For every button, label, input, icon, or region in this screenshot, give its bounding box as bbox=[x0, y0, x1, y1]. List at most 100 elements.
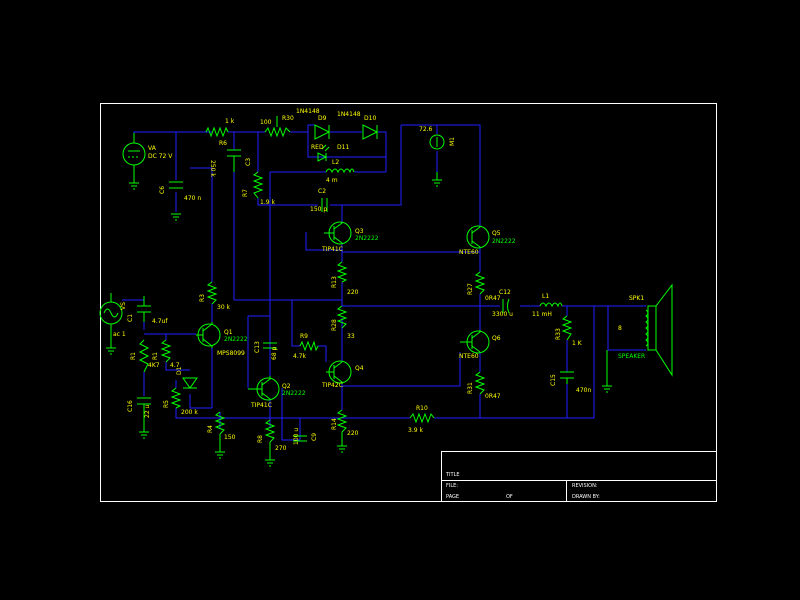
resistor-r13: R13 220 bbox=[331, 261, 359, 296]
resistor-r27: R27 0R47 bbox=[467, 271, 501, 302]
voltage-source-va: VA DC 72 V bbox=[122, 133, 173, 190]
resistor-r28: R28 33 bbox=[331, 305, 355, 340]
ground-symbols bbox=[602, 350, 612, 393]
r8-value: 270 bbox=[275, 445, 287, 452]
transistor-q4: Q4 TIP42C bbox=[321, 360, 364, 389]
spk-label: SPK1 bbox=[629, 295, 644, 302]
file-label: FILE: bbox=[446, 483, 458, 489]
transistor-q6: Q6 NTE60 bbox=[459, 330, 501, 360]
r5b-value: 200 k bbox=[181, 409, 198, 416]
r5-value: 250 k bbox=[209, 160, 216, 177]
q3-model: 2N2222 bbox=[355, 235, 379, 242]
r14-label: R14 bbox=[331, 418, 338, 430]
r14-value: 220 bbox=[347, 430, 359, 437]
speaker-spk1: SPK1 8 SPEAKER bbox=[618, 283, 673, 377]
r9-value: 4.7k bbox=[293, 353, 307, 360]
diode-d1: D1 bbox=[176, 366, 198, 389]
r3-label: R3 bbox=[199, 294, 206, 302]
resistor-r10: R10 3.9 k bbox=[408, 405, 435, 434]
spk-caption: SPEAKER bbox=[618, 353, 645, 360]
c13-value: 68 p bbox=[271, 346, 278, 360]
c13-label: C13 bbox=[254, 341, 261, 353]
c15-value: 470n bbox=[576, 387, 591, 394]
capacitor-c13: C13 68 p bbox=[254, 341, 278, 360]
capacitor-c15: C15 470n bbox=[550, 371, 591, 394]
r4-label: R4 bbox=[207, 425, 214, 433]
inductor-l2: L2 4 m bbox=[325, 159, 355, 184]
transistor-q1: Q1 2N2222 MPS8099 bbox=[196, 322, 248, 357]
l1-value: 11 mH bbox=[532, 311, 552, 318]
title-block: TITLE FILE: PAGE OF REVISION: DRAWN BY: bbox=[441, 451, 717, 502]
va-value: DC 72 V bbox=[148, 153, 173, 160]
c1-label: C1 bbox=[127, 314, 134, 322]
r13-value: 220 bbox=[347, 289, 359, 296]
q1-model: 2N2222 bbox=[224, 336, 248, 343]
r31-label: R31 bbox=[467, 382, 474, 394]
q3-label: Q3 bbox=[355, 228, 364, 235]
meter-source: 72.6 M1 bbox=[419, 126, 456, 187]
resistor-r7: R7 1.9 k bbox=[242, 171, 275, 206]
d11-label: D11 bbox=[337, 144, 349, 151]
capacitor-c9: 100 u C9 bbox=[293, 428, 318, 445]
spk-value: 8 bbox=[618, 325, 622, 332]
r6-value: 1 k bbox=[225, 118, 235, 125]
q3-sub: TIP41C bbox=[321, 246, 343, 253]
resistor-r6: 1 k R6 bbox=[205, 118, 235, 147]
title-label: TITLE bbox=[445, 472, 460, 478]
d1-label: D1 bbox=[176, 366, 183, 375]
r33-value: 1 K bbox=[572, 340, 583, 347]
transistor-q2: Q2 2N2222 TIP41C bbox=[248, 376, 306, 409]
c6-value: 470 n bbox=[184, 195, 201, 202]
r13-label: R13 bbox=[331, 276, 338, 288]
c2-value: 150 p bbox=[310, 206, 327, 213]
q1-sub: MPS8099 bbox=[217, 350, 245, 357]
c15-label: C15 bbox=[550, 374, 557, 386]
c16-label: C16 bbox=[127, 400, 134, 412]
c3-label: C3 bbox=[245, 158, 252, 166]
q5-sub: NTE60 bbox=[459, 249, 479, 256]
r10-label: R10 bbox=[416, 405, 428, 412]
r10-value: 3.9 k bbox=[408, 427, 423, 434]
l2-label: L2 bbox=[332, 159, 339, 166]
r1-label: R1 bbox=[130, 352, 137, 360]
r4-value: 150 bbox=[224, 434, 236, 441]
led-d11: RED D11 bbox=[311, 144, 349, 162]
r9-label: R9 bbox=[300, 333, 308, 340]
va-label: VA bbox=[148, 145, 157, 152]
capacitor-c2: C2 150 p bbox=[310, 188, 328, 213]
q5-label: Q5 bbox=[492, 230, 501, 237]
l1-label: L1 bbox=[542, 293, 549, 300]
r30-value: 100 bbox=[260, 119, 272, 126]
q2-sub: TIP41C bbox=[250, 402, 272, 409]
transistor-q3: Q3 2N2222 TIP41C bbox=[321, 221, 379, 253]
vs-value: ac 1 bbox=[113, 331, 126, 338]
resistor-r3: R3 30 k bbox=[199, 281, 231, 311]
drawn-by-label: DRAWN BY: bbox=[572, 494, 600, 500]
vs-label: VS bbox=[120, 302, 127, 310]
resistor-r8: R8 270 bbox=[257, 419, 287, 467]
r6-label: R6 bbox=[219, 140, 227, 147]
c2-label: C2 bbox=[318, 188, 326, 195]
inductor-l1: L1 11 mH bbox=[532, 293, 563, 318]
capacitor-c1: C1 4.7uf bbox=[127, 296, 168, 325]
capacitor-c3: C3 bbox=[227, 149, 252, 172]
q5-model: 2N2222 bbox=[492, 238, 516, 245]
resistor-r9: R9 4.7k bbox=[293, 333, 319, 360]
r28-value: 33 bbox=[347, 333, 355, 340]
of-label: OF bbox=[506, 494, 513, 500]
r5b-label: R5 bbox=[163, 400, 170, 408]
q6-label: Q6 bbox=[492, 335, 501, 342]
c12-value: 3300 u bbox=[492, 311, 513, 318]
resistor-r1: R1 4K7 bbox=[130, 339, 160, 373]
resistor-r5-lower: R5 200 k bbox=[163, 387, 198, 416]
r2-label: R1 bbox=[152, 352, 159, 360]
meter-value: 72.6 bbox=[419, 126, 433, 133]
capacitor-c12: C12 3300 u bbox=[492, 289, 513, 318]
transistor-q5: Q5 2N2222 NTE60 bbox=[459, 225, 516, 256]
meter-label: M1 bbox=[449, 137, 456, 146]
r30-label: R30 bbox=[282, 115, 294, 122]
q6-sub: NTE60 bbox=[459, 353, 479, 360]
voltage-source-vs: VS ac 1 bbox=[99, 293, 127, 355]
resistor-r31: R31 0R47 bbox=[467, 371, 501, 400]
